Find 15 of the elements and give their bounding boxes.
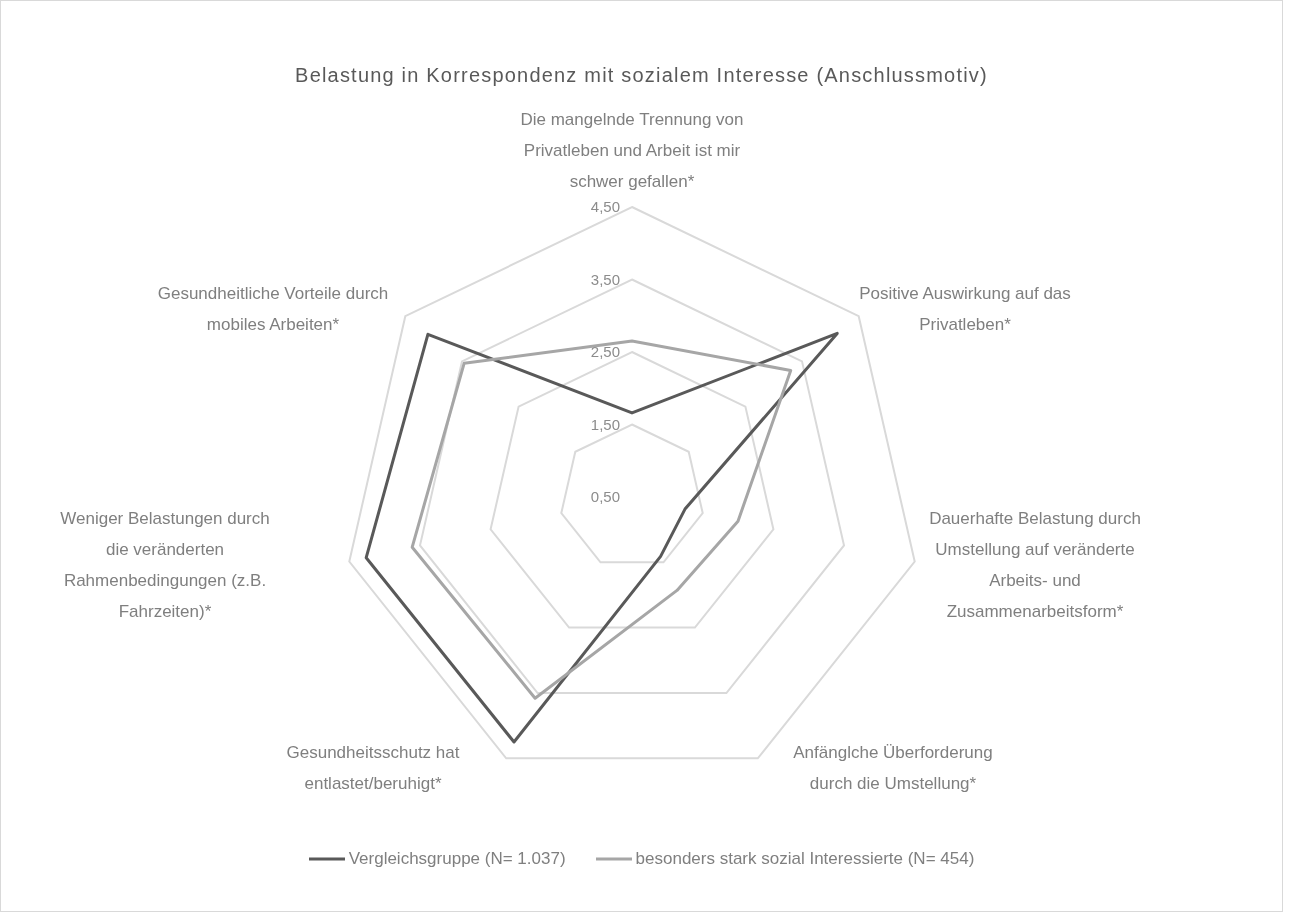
chart-title: Belastung in Korrespondenz mit sozialem Interesse (Anschlussmotiv)	[294, 63, 989, 88]
axis-label: Gesundheitsschutz hat entlastet/beruhigt*	[285, 742, 461, 795]
tick-label: 1,50	[589, 415, 620, 434]
axis-label: Die mangelnde Trennung von Privatleben und Arbeit ist mir schwer gefallen*	[519, 108, 745, 193]
axis-label: Gesundheitliche Vorteile durch mobiles Arbeiten*	[156, 283, 390, 336]
tick-label: 3,50	[589, 270, 620, 289]
tick-label: 2,50	[589, 343, 620, 361]
legend-label: Vergleichsgruppe (N= 1.037)	[348, 848, 566, 870]
tick-label: 0,50	[589, 488, 620, 506]
tick-label: 4,50	[589, 198, 620, 216]
axis-label: Weniger Belastungen durch die veränderten Rahmenbedingungen (z.B. Fahrzeiten)*	[59, 508, 271, 623]
legend-label: besonders stark sozial Interessierte (N= 454)	[635, 848, 975, 870]
axis-label: Anfänglche Überforderung durch die Umstellung*	[792, 742, 994, 795]
axis-label: Dauerhafte Belastung durch Umstellung auf veränderte Arbeits- und Zusammenarbeitsform*	[928, 508, 1142, 623]
axis-label: Positive Auswirkung auf das Privatleben*	[858, 283, 1072, 336]
